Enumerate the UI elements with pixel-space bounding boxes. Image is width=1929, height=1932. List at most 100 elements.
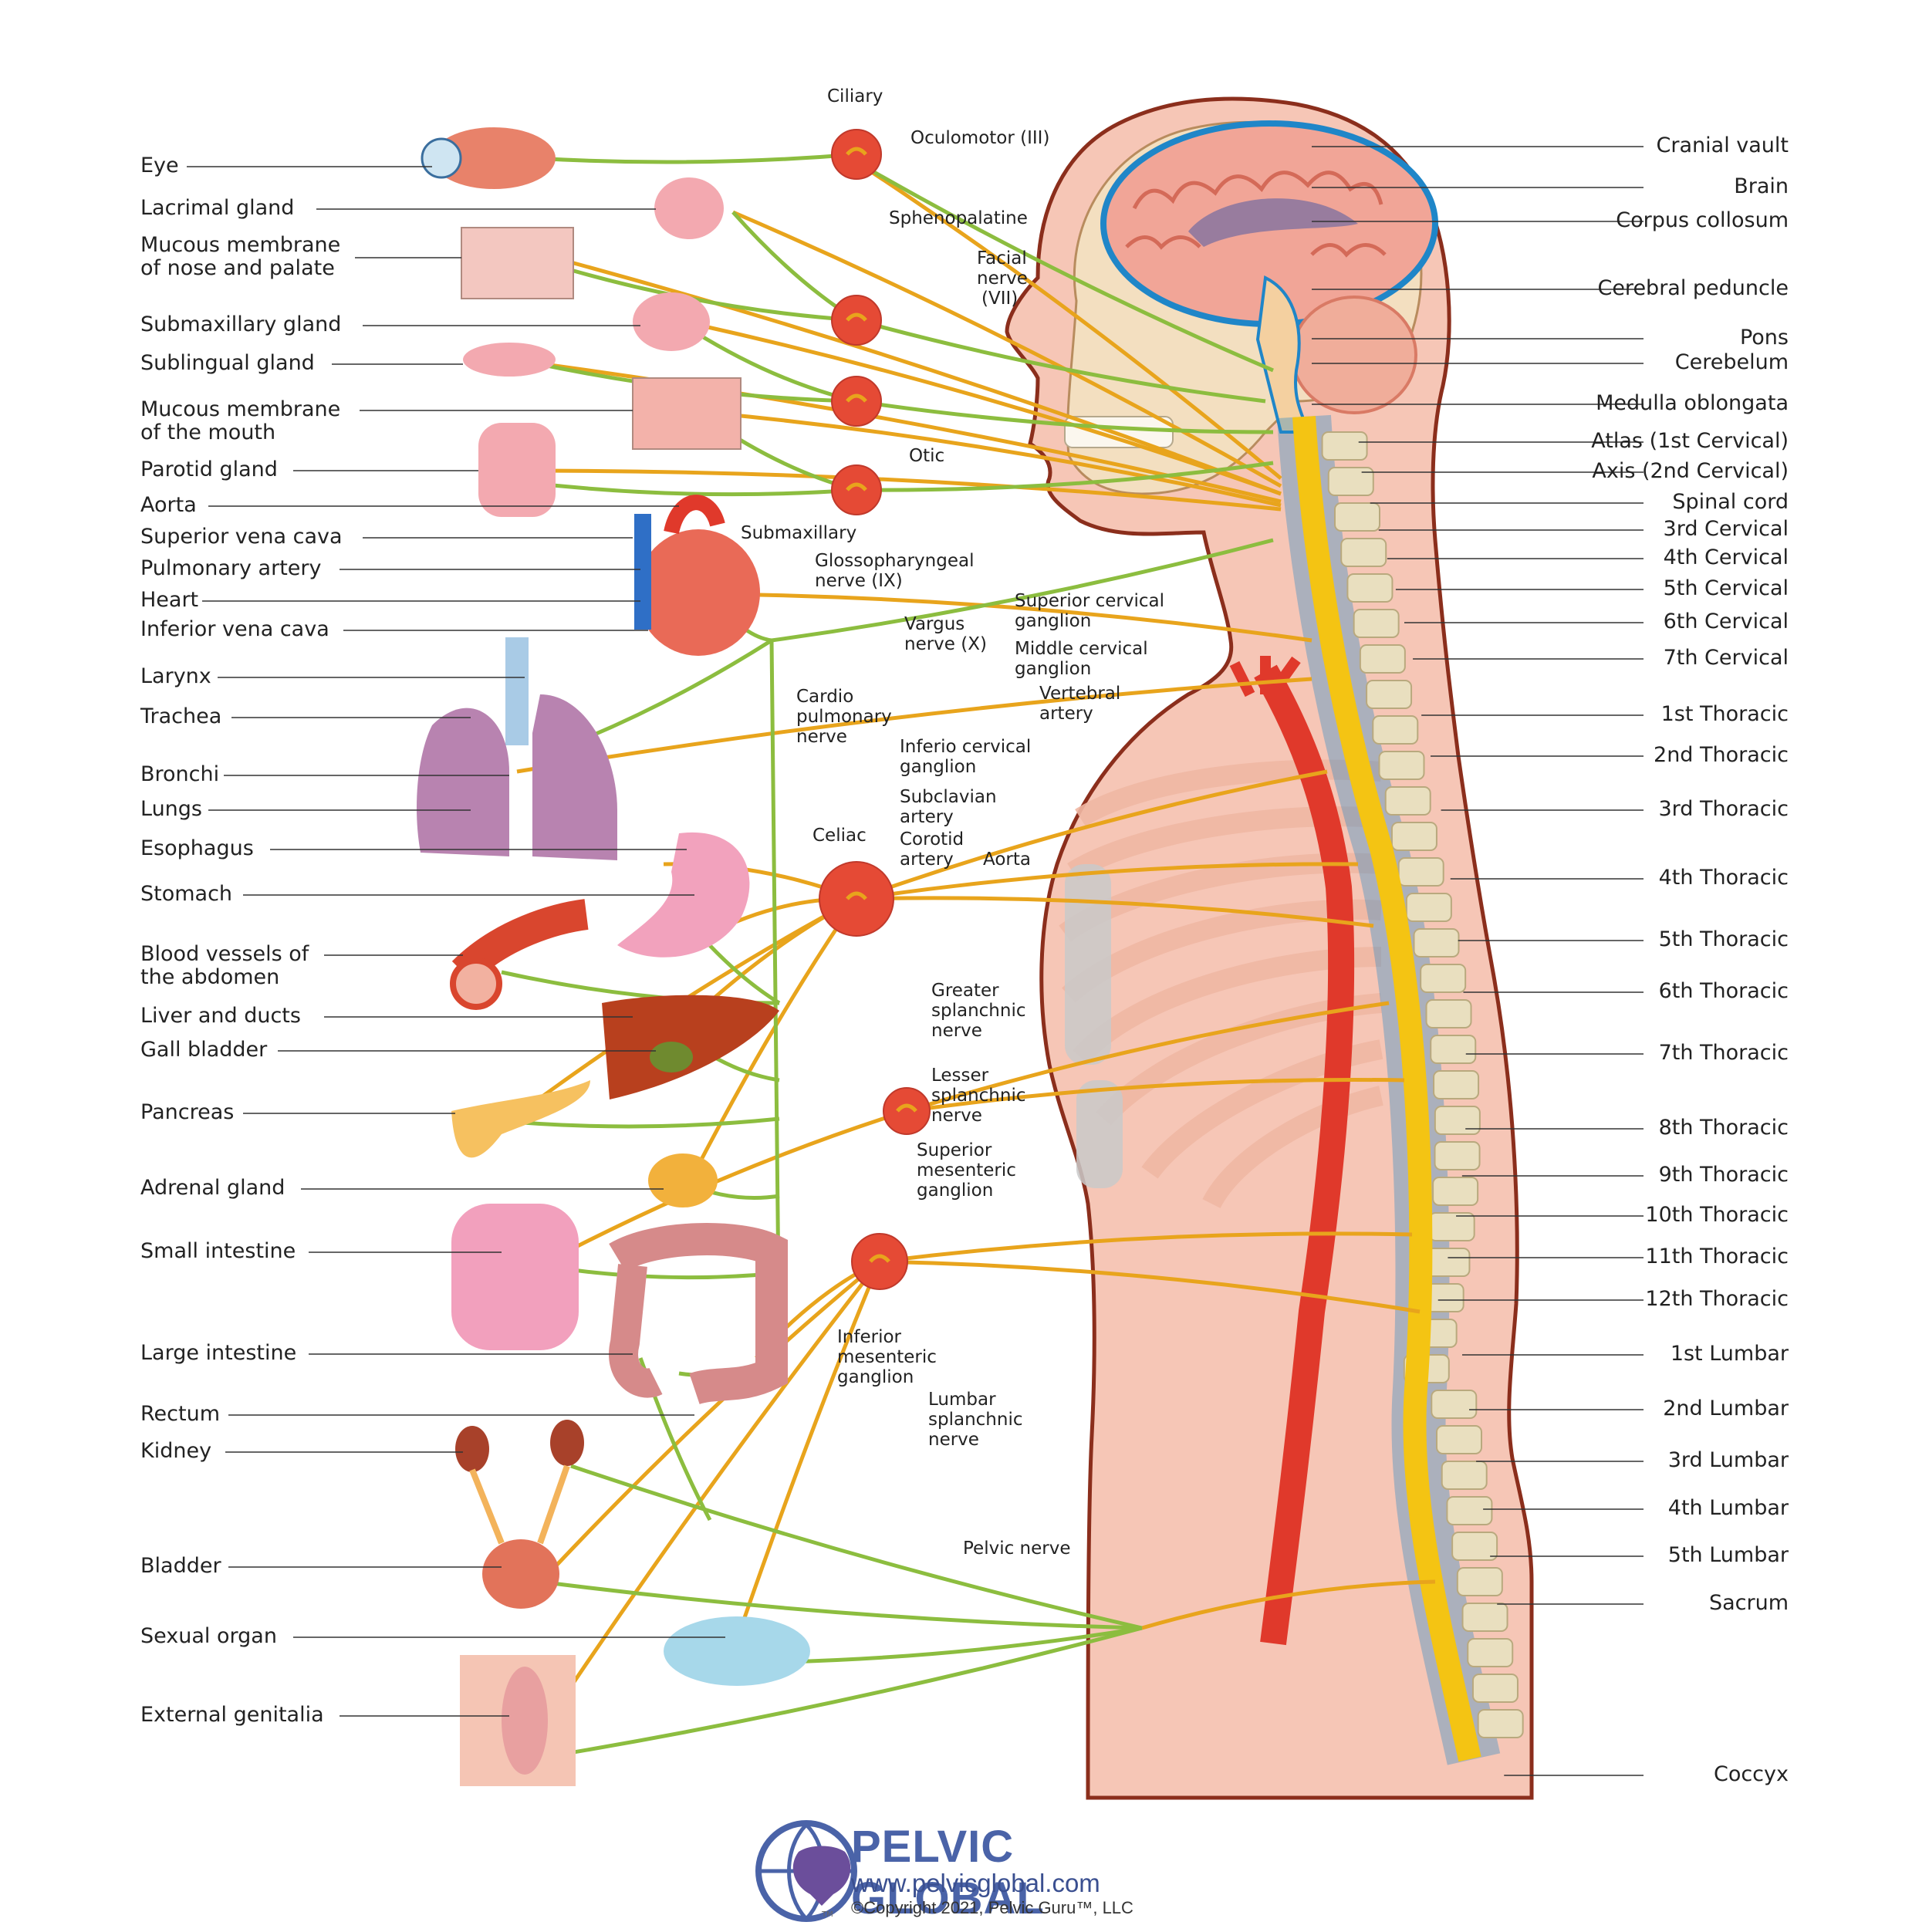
label-lumbar-splanchnic-2: splanchnic [928,1410,1023,1430]
label-brain: Brain [1734,174,1789,198]
label-facial-2: nerve [977,269,1028,289]
label-spinal-cord: Spinal cord [1672,490,1789,514]
parasympathetic-nerve [570,268,857,323]
sympathetic-nerve [731,1261,882,1652]
vertebra [1471,1674,1519,1703]
label-inferior-vena-cava: Inferior vena cava [140,617,329,641]
organ-parotid [478,423,556,517]
sympathetic-nerve [694,322,1282,496]
organ-sublingual [463,343,556,377]
ganglion [831,295,882,346]
label-esophagus: Esophagus [140,836,254,860]
label-superior-mesenteric-1: Superior [917,1140,992,1160]
ganglia [819,129,931,1290]
label-blood-vessels-1: Blood vessels of [140,942,309,966]
label-12th-thoracic: 12th Thoracic [1645,1287,1789,1311]
label-2nd-thoracic: 2nd Thoracic [1654,743,1789,767]
organ-nasal-mucosa [461,227,574,299]
label-8th-thoracic: 8th Thoracic [1658,1116,1789,1140]
label-mucous-membrane-nose-1: Mucous membrane [140,233,341,257]
parasympathetic-nerve [855,160,1274,373]
organ-pancreas [451,1080,590,1158]
label-vertebral-1: Vertebral [1039,684,1121,704]
label-3rd-lumbar: 3rd Lumbar [1667,1448,1789,1472]
label-kidney: Kidney [140,1439,212,1463]
label-cardio-3: nerve [796,727,847,747]
label-inferior-mesenteric-2: mesenteric [837,1347,937,1367]
vertebra [1327,467,1374,496]
organ-sexual [664,1616,810,1686]
ganglion [851,1233,908,1290]
label-9th-thoracic: 9th Thoracic [1658,1163,1789,1187]
cerebellum [1291,296,1417,414]
label-external-genitalia: External genitalia [140,1703,324,1727]
label-lacrimal-gland: Lacrimal gland [140,196,295,220]
ganglion-synapse [869,1254,890,1263]
aorta-vessel [1254,664,1355,1646]
label-4th-thoracic: 4th Thoracic [1658,866,1789,890]
label-2nd-lumbar: 2nd Lumbar [1663,1397,1789,1420]
label-oculomotor: Oculomotor (III) [910,128,1050,148]
pelvic-global-logo: PELVIC GLOBAL www.pelvicglobal.com ©Copy… [752,1821,1184,1924]
parasympathetic-nerve [856,461,1274,492]
sympathetic-nerve [879,1231,1413,1264]
label-4th-lumbar: 4th Lumbar [1667,1496,1789,1520]
vertebra [1413,928,1460,958]
label-inferior-mesenteric-3: ganglion [837,1367,914,1387]
vertebra [1456,1567,1503,1596]
sympathetic-nerve [856,769,1328,901]
label-mucous-membrane-mouth-1: Mucous membrane [140,397,341,421]
label-medulla-oblongata: Medulla oblongata [1596,391,1789,415]
sympathetic-nerve [906,1001,1390,1113]
sympathetic-nerve [906,1078,1405,1113]
label-cerebral-peduncle: Cerebral peduncle [1597,276,1789,300]
ganglion [819,861,894,937]
label-superior-mesenteric-2: mesenteric [917,1160,1016,1180]
label-facial-3: (VII) [981,289,1019,309]
logo-copyright: ©Copyright 2021, Pelvic Guru™, LLC [851,1898,1133,1917]
sympathetic-nerve [732,210,1282,488]
pelvis-icon [792,1846,851,1906]
corpus-callosum [1188,198,1358,247]
label-sublingual-gland: Sublingual gland [140,351,315,375]
label-6th-cervical: 6th Cervical [1663,610,1789,633]
label-larynx: Larynx [140,664,211,688]
label-trachea: Trachea [140,704,222,728]
vertebra [1461,1603,1508,1632]
label-sexual-organ: Sexual organ [140,1624,277,1648]
organ-bladder [482,1539,559,1609]
label-corotid-2: artery [900,849,954,870]
label-heart: Heart [140,588,199,612]
label-glossopharyngeal-2: nerve (IX) [815,571,903,591]
organ-vessel-lumen [450,958,502,1010]
vertebra [1340,538,1387,567]
organ-ureters [469,1464,570,1545]
parasympathetic-nerve [856,318,1266,404]
organ-adrenal [648,1153,718,1208]
label-6th-thoracic: 6th Thoracic [1658,979,1789,1003]
label-subclavian-1: Subclavian [900,787,997,807]
label-inferio-cervical-1: Inferio cervical [900,737,1032,757]
label-cranial-vault: Cranial vault [1656,133,1789,157]
label-sphenopalatine: Sphenopalatine [889,208,1028,228]
organ-larynx-trachea [505,637,529,745]
organ-mouth-mucosa [632,377,742,450]
label-gall-bladder: Gall bladder [140,1038,268,1062]
label-cardio-2: pulmonary [796,707,892,727]
label-superior-cervical-1: Superior cervical [1015,591,1164,611]
vertebra [1451,1532,1498,1561]
label-lesser-splanchnic-3: nerve [931,1106,982,1126]
vertebra [1346,573,1394,603]
ganglion-synapse [846,393,867,403]
ganglion-synapse [846,891,867,900]
label-submaxillary-ganglion: Submaxillary [741,523,857,543]
label-mucous-membrane-mouth-2: of the mouth [140,421,276,444]
label-lumbar-splanchnic-1: Lumbar [928,1390,996,1410]
label-coccyx: Coccyx [1713,1762,1789,1786]
sympathetic-nerve [709,410,1282,508]
vertebra [1372,715,1419,745]
organ-small-intestine [451,1204,579,1350]
label-5th-thoracic: 5th Thoracic [1658,927,1789,951]
label-superior-mesenteric-3: ganglion [917,1180,994,1201]
